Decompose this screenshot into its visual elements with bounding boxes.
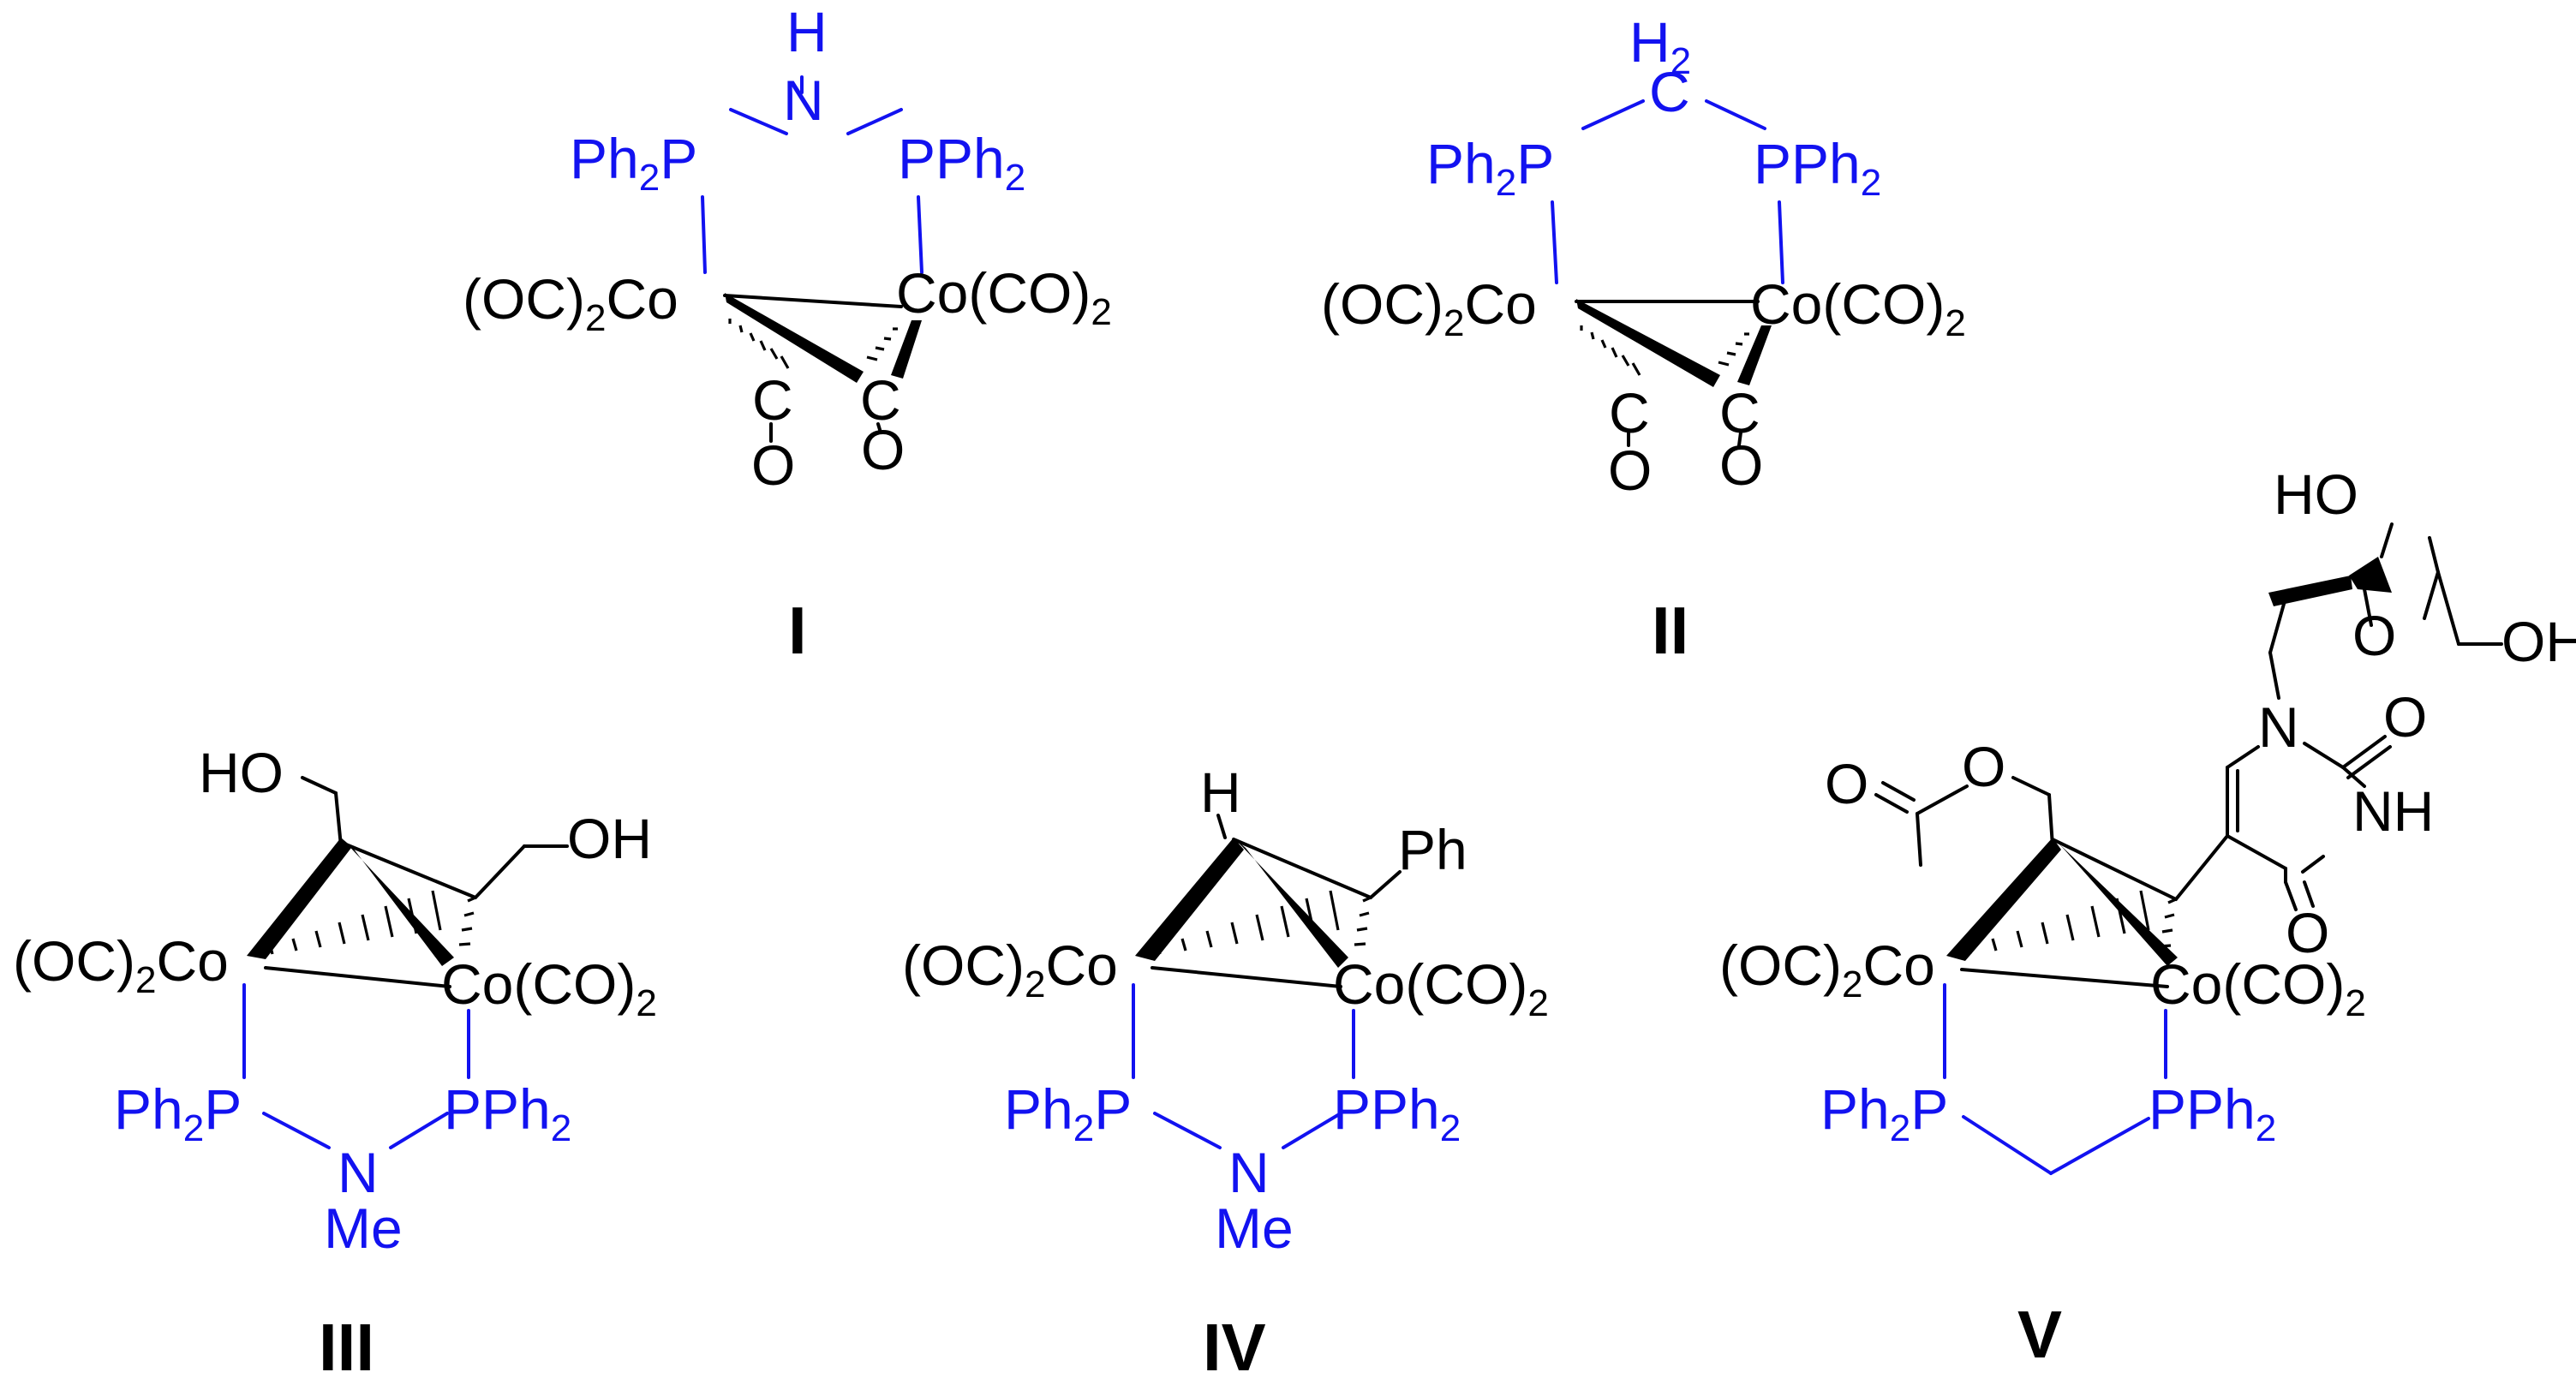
carbonyl-O1: O	[751, 433, 795, 497]
atom-H: H	[1200, 761, 1241, 824]
co-co2-right: Co(CO)2	[1750, 272, 1966, 344]
carbonyl-C1: C	[752, 368, 793, 432]
pph2-group: PPh2	[1333, 1077, 1461, 1149]
atom-NH: NH	[2352, 779, 2434, 843]
pph2-group: PPh2	[2149, 1077, 2276, 1149]
sugar-ring-O: O	[2352, 604, 2396, 667]
compound-V: HO O OH N O NH O O O (OC)2Co Co(CO)2 Ph2…	[1719, 462, 2576, 1372]
compound-label: II	[1652, 593, 1688, 668]
atom-Me: Me	[1215, 1196, 1294, 1260]
oc2co-left: (OC)2Co	[1719, 934, 1935, 1005]
ph2p-group: Ph2P	[1004, 1077, 1132, 1149]
ph2p-group: Ph2P	[114, 1077, 242, 1149]
compound-IV: H Ph (OC)2Co Co(CO)2 Ph2P PPh2 N Me IV	[902, 761, 1549, 1385]
carbonyl-C1: C	[1609, 381, 1650, 444]
carbonyl-O2: O	[1719, 433, 1763, 497]
compound-III: HO OH (OC)2Co Co(CO)2 Ph2P PPh2 N Me III	[13, 741, 657, 1385]
atom-H: H	[786, 0, 828, 63]
oc2co-left: (OC)2Co	[463, 267, 678, 339]
ester-O: O	[1962, 735, 2005, 798]
ph2p-group: Ph2P	[1820, 1077, 1948, 1149]
oc2co-left: (OC)2Co	[1321, 272, 1537, 344]
carbonyl-O2: O	[861, 418, 905, 481]
carbonyl-O1: O	[1608, 438, 1652, 502]
carbonyl-C2: C	[1719, 381, 1760, 444]
compound-label: III	[319, 1309, 374, 1385]
carbonyl-C2: C	[860, 368, 901, 432]
compound-label: I	[788, 593, 807, 668]
carbonyl-O: O	[1825, 752, 1868, 815]
atom-Me: Me	[324, 1196, 403, 1260]
co-co2-right: Co(CO)2	[896, 261, 1112, 333]
atom-HO: HO	[2274, 462, 2358, 526]
compound-I: H N Ph2P PPh2 (OC)2Co Co(CO)2 C O C O I	[463, 0, 1112, 668]
atom-C-bridge: C	[1649, 60, 1690, 123]
atom-N: N	[338, 1141, 379, 1204]
co-co2-right: Co(CO)2	[1333, 952, 1549, 1024]
uracil-O-top: O	[2383, 685, 2427, 749]
compound-label: IV	[1203, 1309, 1266, 1385]
pph2-group: PPh2	[444, 1077, 571, 1149]
oc2co-left: (OC)2Co	[13, 929, 229, 1001]
oc2co-left: (OC)2Co	[902, 934, 1118, 1005]
uracil-O-bottom: O	[2286, 901, 2329, 964]
h2-group: H2	[1629, 10, 1691, 82]
phenyl-group: Ph	[1398, 818, 1467, 881]
co-co2-right: Co(CO)2	[2150, 952, 2366, 1024]
compound-II: H2 C Ph2P PPh2 (OC)2Co Co(CO)2 C O C O I…	[1321, 10, 1966, 668]
atom-N1: N	[2258, 695, 2299, 759]
atom-OH: OH	[567, 807, 652, 870]
atom-N: N	[783, 69, 824, 132]
ph2p-group: Ph2P	[570, 127, 697, 199]
atom-HO: HO	[199, 741, 284, 804]
pph2-group: PPh2	[898, 127, 1025, 199]
atom-OH: OH	[2501, 610, 2576, 673]
compound-label: V	[2017, 1297, 2062, 1372]
atom-N: N	[1228, 1141, 1270, 1204]
ph2p-group: Ph2P	[1426, 132, 1554, 204]
pph2-group: PPh2	[1754, 132, 1881, 204]
co-co2-right: Co(CO)2	[441, 952, 657, 1024]
